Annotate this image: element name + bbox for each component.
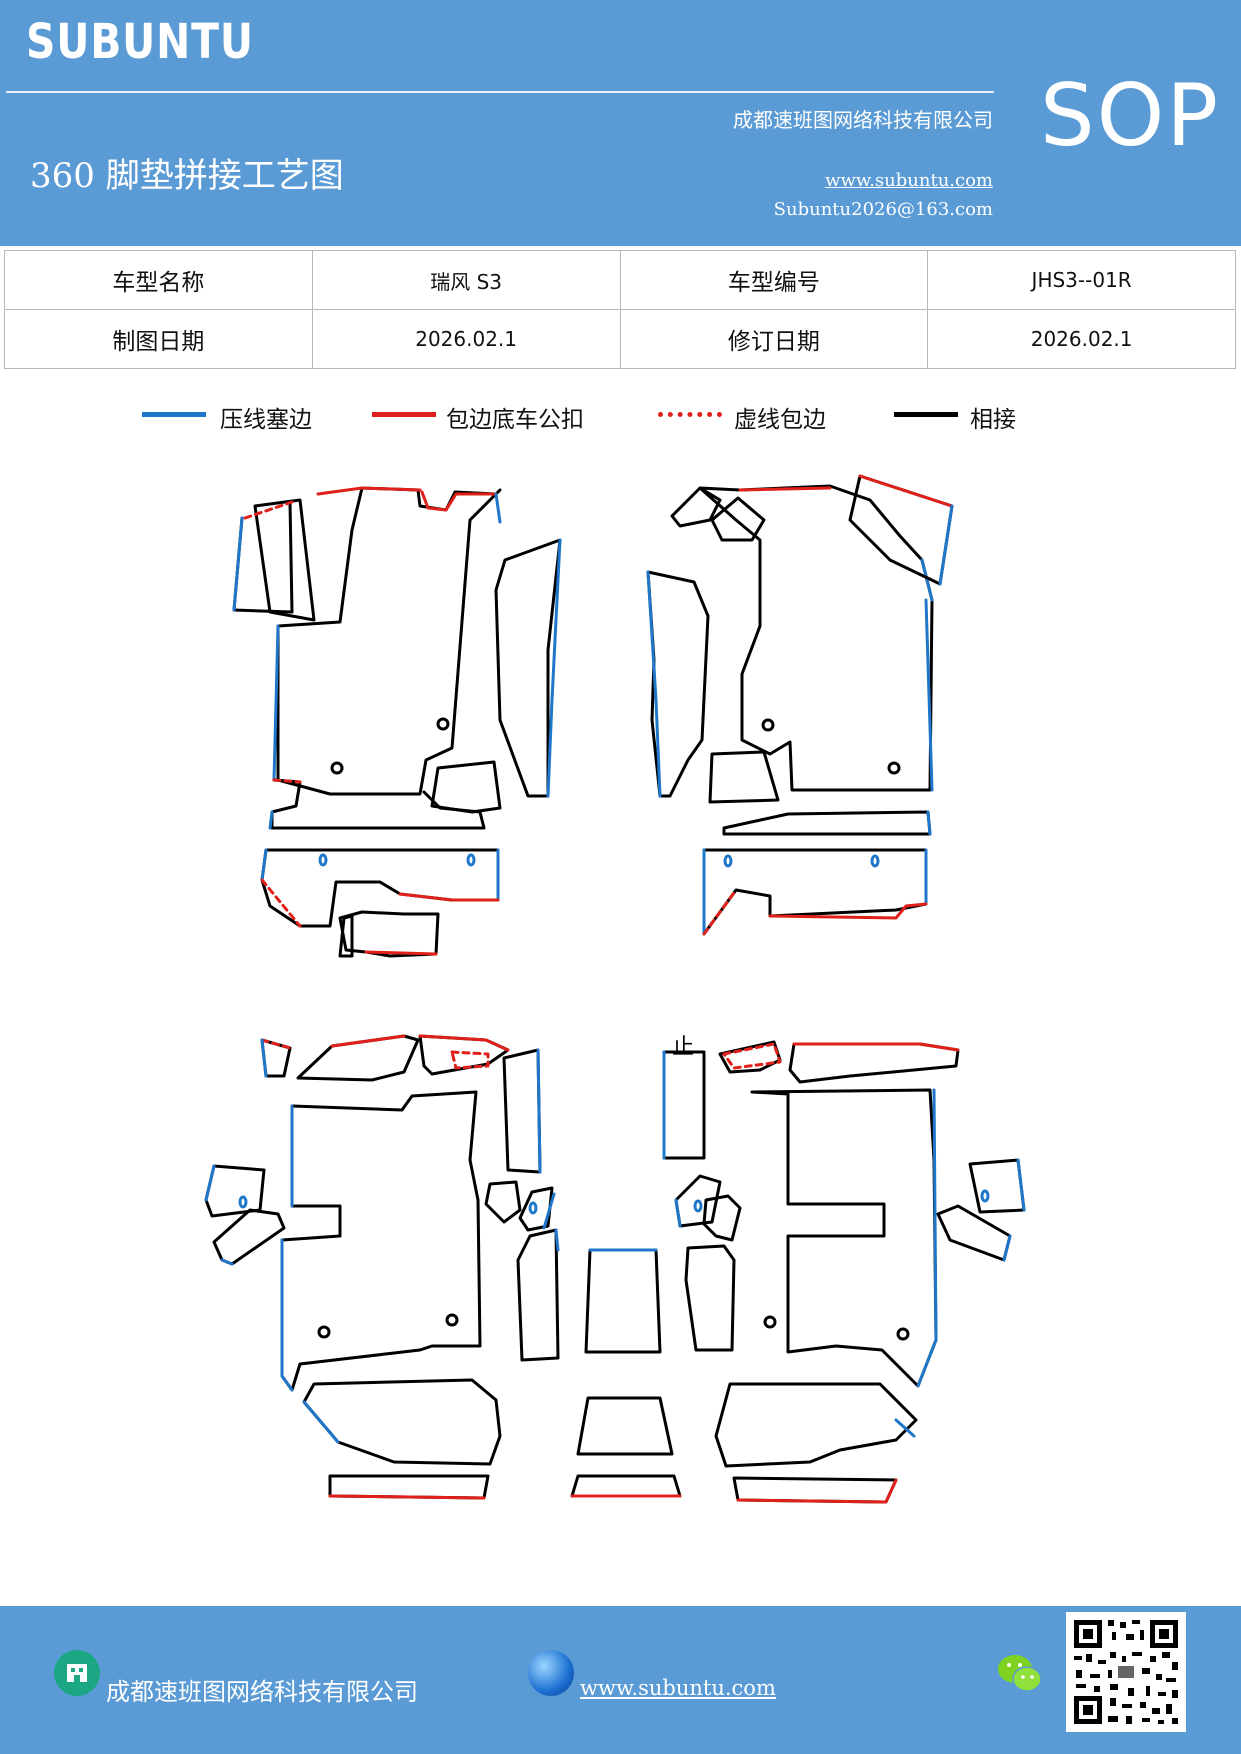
draw-date-label: 制图日期 <box>4 309 313 369</box>
header-divider <box>6 91 994 93</box>
model-name-value: 瑞风 S3 <box>311 250 621 310</box>
website-link[interactable]: www.subuntu.com <box>825 170 993 191</box>
rev-date-value: 2026.02.1 <box>927 309 1236 369</box>
front-left-mat <box>232 486 562 958</box>
draw-date-value: 2026.02.1 <box>311 309 621 369</box>
page-title: 360 脚垫拼接工艺图 <box>30 156 344 196</box>
globe-icon <box>528 1650 574 1696</box>
rear-right-mat: 止 <box>662 1035 1026 1504</box>
legend: 压线塞边 包边底车公扣 虚线包边 相接 <box>0 396 1241 446</box>
stop-mark: 止 <box>672 1035 694 1060</box>
brand-logo: SUBUNTU <box>26 14 254 70</box>
rev-date-label: 修订日期 <box>619 309 929 369</box>
front-right-mat <box>646 474 954 936</box>
footer-website-link[interactable]: www.subuntu.com <box>580 1676 776 1700</box>
header-banner: SUBUNTU 成都速班图网络科技有限公司 360 脚垫拼接工艺图 www.su… <box>0 0 1241 246</box>
footer-company: 成都速班图网络科技有限公司 <box>106 1678 418 1706</box>
model-no-value: JHS3--01R <box>927 250 1236 310</box>
company-name: 成都速班图网络科技有限公司 <box>733 108 993 132</box>
wechat-icon[interactable] <box>996 1652 1044 1696</box>
legend-label: 相接 <box>970 407 1016 433</box>
legend-label: 虚线包边 <box>734 407 826 433</box>
rear-left-mat <box>204 1034 560 1500</box>
legend-swatch-red <box>372 412 436 417</box>
email-text: Subuntu2026@163.com <box>773 199 993 220</box>
legend-swatch-red-dotted <box>658 412 722 417</box>
info-table: 车型名称 瑞风 S3 车型编号 JHS3--01R 制图日期 2026.02.1… <box>4 250 1236 369</box>
footer: 成都速班图网络科技有限公司 www.subuntu.com <box>0 1606 1241 1754</box>
qr-code <box>1066 1612 1186 1732</box>
legend-label: 压线塞边 <box>220 407 312 433</box>
floor-mat-diagram: 止 <box>204 474 1026 1504</box>
model-no-label: 车型编号 <box>619 250 929 310</box>
table-row: 车型名称 瑞风 S3 车型编号 JHS3--01R <box>4 250 1236 310</box>
sop-label: SOP <box>1040 66 1221 166</box>
building-icon <box>54 1650 100 1696</box>
legend-swatch-blue <box>142 412 206 417</box>
rear-center-mat <box>570 1248 682 1498</box>
table-row: 制图日期 2026.02.1 修订日期 2026.02.1 <box>4 309 1236 369</box>
legend-swatch-black <box>894 412 958 417</box>
legend-label: 包边底车公扣 <box>446 407 584 433</box>
model-name-label: 车型名称 <box>4 250 313 310</box>
